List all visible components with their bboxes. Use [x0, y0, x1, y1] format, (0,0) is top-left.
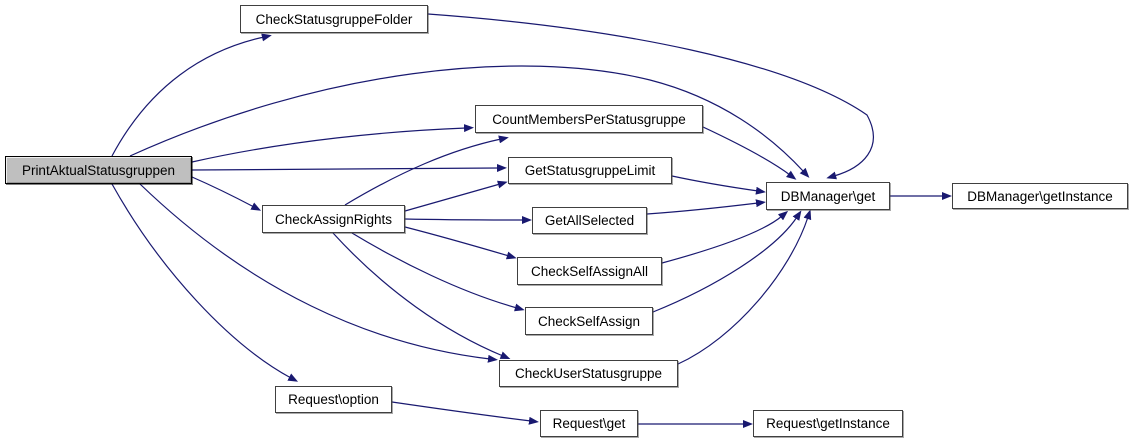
- edge-request-option-request-get: [391, 401, 539, 425]
- node-request-get[interactable]: Request\get: [540, 410, 638, 437]
- edge-count-members-per-statusgruppe-dbmanager-get: [702, 126, 797, 180]
- edge-check-assign-rights-check-user-statusgruppe: [332, 232, 511, 360]
- node-check-self-assign[interactable]: CheckSelfAssign: [525, 307, 653, 335]
- edge-print-aktual-statusgruppen-check-statusgruppe-folder: [111, 33, 272, 157]
- node-print-aktual-statusgruppen: PrintAktualStatusgruppen: [5, 156, 192, 184]
- node-request-get-instance[interactable]: Request\getInstance: [753, 410, 903, 437]
- node-count-members-per-statusgruppe[interactable]: CountMembersPerStatusgruppe: [475, 105, 703, 133]
- edge-print-aktual-statusgruppen-dbmanager-get: [129, 65, 810, 178]
- edge-get-all-selected-dbmanager-get: [646, 199, 766, 215]
- edge-check-assign-rights-check-self-assign: [351, 232, 525, 312]
- edge-print-aktual-statusgruppen-request-option: [111, 183, 299, 382]
- edge-check-self-assign-dbmanager-get: [652, 210, 802, 313]
- edge-print-aktual-statusgruppen-get-statusgruppe-limit: [191, 164, 507, 173]
- edge-check-assign-rights-count-members-per-statusgruppe: [344, 135, 509, 206]
- edge-check-assign-rights-get-statusgruppe-limit: [404, 180, 508, 212]
- edge-print-aktual-statusgruppen-check-assign-rights: [191, 176, 262, 211]
- node-check-user-statusgruppe[interactable]: CheckUserStatusgruppe: [499, 360, 678, 387]
- node-request-option[interactable]: Request\option: [275, 386, 392, 413]
- edge-print-aktual-statusgruppen-count-members-per-statusgruppe: [191, 124, 474, 163]
- node-get-all-selected[interactable]: GetAllSelected: [532, 207, 647, 234]
- edge-check-user-statusgruppe-dbmanager-get: [677, 209, 812, 365]
- node-get-statusgruppe-limit[interactable]: GetStatusgruppeLimit: [508, 157, 672, 184]
- node-check-statusgruppe-folder[interactable]: CheckStatusgruppeFolder: [240, 5, 428, 33]
- edge-check-assign-rights-check-self-assign-all: [404, 226, 517, 260]
- node-check-assign-rights[interactable]: CheckAssignRights: [262, 205, 405, 233]
- node-check-self-assign-all[interactable]: CheckSelfAssignAll: [517, 257, 662, 285]
- edge-check-self-assign-all-dbmanager-get: [661, 210, 789, 264]
- edge-check-assign-rights-get-all-selected: [404, 215, 532, 224]
- edge-print-aktual-statusgruppen-check-user-statusgruppe: [139, 183, 498, 363]
- edge-get-statusgruppe-limit-dbmanager-get: [671, 175, 766, 195]
- edge-check-statusgruppe-folder-dbmanager-get: [427, 13, 874, 180]
- node-dbmanager-get-instance[interactable]: DBManager\getInstance: [952, 183, 1128, 209]
- node-dbmanager-get[interactable]: DBManager\get: [766, 182, 890, 210]
